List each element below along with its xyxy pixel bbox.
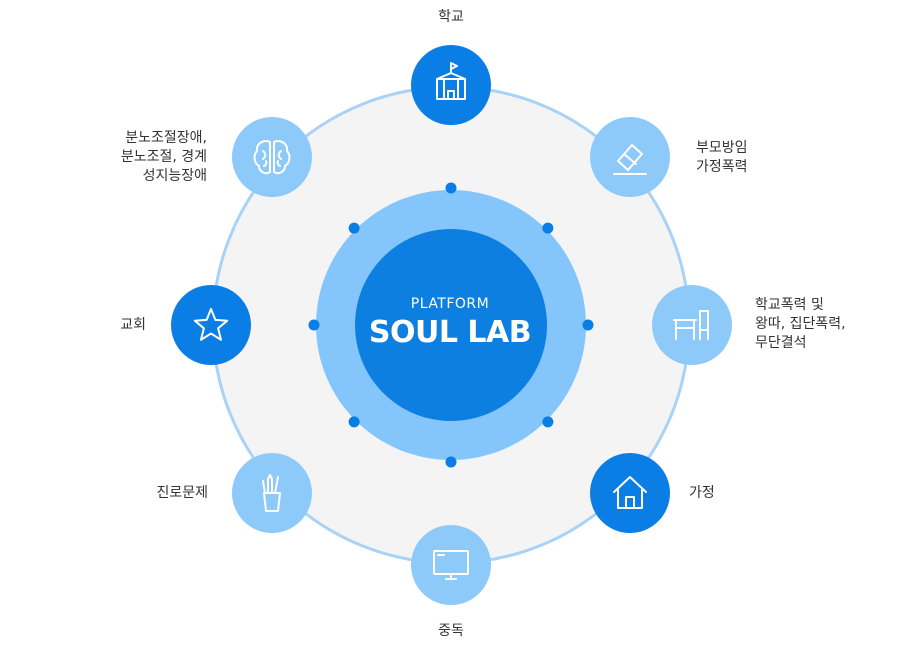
node-label-school: 학교 [351, 8, 551, 27]
label-line: 가정 [689, 485, 715, 501]
node-church [171, 285, 251, 365]
label-line: 분노조절장애, [125, 130, 207, 146]
node-school-violence [652, 285, 732, 365]
house-icon [613, 476, 647, 509]
node-circle [411, 45, 491, 125]
node-career [232, 453, 312, 533]
label-line: 왕따, 집단폭력, [755, 316, 846, 332]
label-line: 학교 [438, 9, 464, 25]
ring-dot [445, 456, 457, 468]
label-line: 가정폭력 [696, 159, 748, 175]
label-line: 학교폭력 및 [755, 297, 824, 313]
brain-icon [253, 140, 291, 175]
ring-dot [542, 416, 554, 428]
school-icon [436, 62, 466, 100]
desk-chair-icon [673, 310, 709, 340]
node-circle [232, 117, 312, 197]
node-circle [652, 285, 732, 365]
star-icon [193, 308, 229, 341]
node-circle [590, 117, 670, 197]
platform-title: SOUL LAB [368, 315, 532, 350]
ring-dot [445, 182, 457, 194]
node-circle [590, 453, 670, 533]
node-circle [171, 285, 251, 365]
eraser-icon [613, 144, 647, 175]
ring-dot [582, 319, 594, 331]
label-line: 교회 [120, 317, 146, 333]
node-label-career: 진로문제 [18, 484, 208, 503]
ring-dots [308, 182, 594, 468]
label-line: 부모방임 [696, 140, 748, 156]
node-circle [411, 525, 491, 605]
node-group [171, 45, 732, 605]
ring-dot [348, 416, 360, 428]
node-label-church: 교회 [0, 316, 146, 335]
node-label-home: 가정 [689, 484, 715, 503]
label-line: 성지능장애 [142, 168, 207, 184]
label-line: 분노조절, 경계 [120, 149, 207, 165]
node-home [590, 453, 670, 533]
monitor-icon [433, 550, 469, 580]
label-line: 진로문제 [156, 485, 208, 501]
platform-subtitle: PLATFORM [410, 296, 490, 312]
label-line: 무단결석 [755, 335, 807, 351]
node-disorders [232, 117, 312, 197]
ring-dot [542, 222, 554, 234]
ring-dot [348, 222, 360, 234]
ring-dot [308, 319, 320, 331]
label-line: 중독 [438, 623, 464, 639]
node-addiction [411, 525, 491, 605]
core-circle [355, 229, 547, 421]
node-school [411, 45, 491, 125]
pencil-cup-icon [262, 474, 281, 512]
node-label-addiction: 중독 [351, 622, 551, 641]
node-parental-neglect [590, 117, 670, 197]
